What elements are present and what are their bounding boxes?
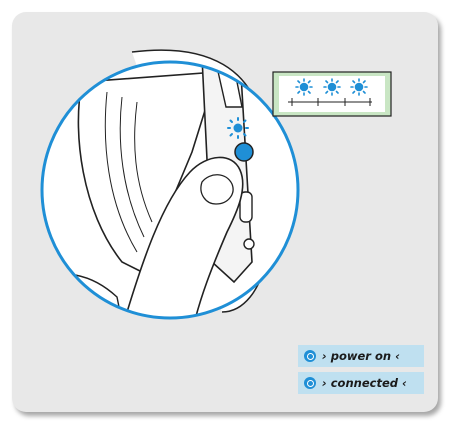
blink-pattern-icon	[272, 71, 392, 117]
power-on-text: › power on ‹	[322, 349, 400, 363]
power-on-label: › power on ‹	[298, 345, 424, 367]
magnified-view	[42, 62, 298, 318]
connected-text: › connected ‹	[322, 376, 407, 390]
speech-bubble-icon	[304, 350, 316, 362]
led-light-icon	[227, 117, 249, 139]
power-button	[234, 142, 254, 162]
headset-illustration	[40, 49, 392, 320]
magnifier-ring	[40, 60, 300, 320]
instruction-card: › power on ‹ › connected ‹	[12, 12, 438, 412]
connected-label: › connected ‹	[298, 372, 424, 394]
speech-bubble-icon	[304, 377, 316, 389]
